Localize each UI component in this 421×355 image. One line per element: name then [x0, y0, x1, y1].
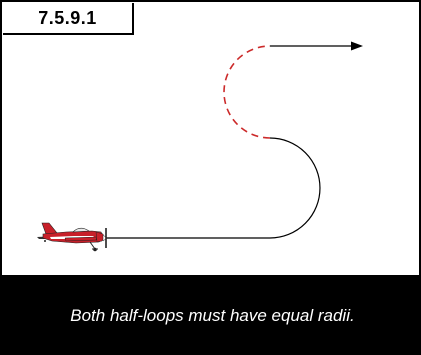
- figure-number-label: 7.5.9.1: [3, 3, 134, 35]
- caption-bar: Both half-loops must have equal radii.: [2, 275, 421, 355]
- caption-text: Both half-loops must have equal radii.: [2, 275, 421, 355]
- aerobatic-airplane-icon: [37, 223, 107, 251]
- first-half-loop: [270, 138, 320, 238]
- second-half-loop: [224, 46, 270, 138]
- arrowhead-icon: [351, 42, 363, 51]
